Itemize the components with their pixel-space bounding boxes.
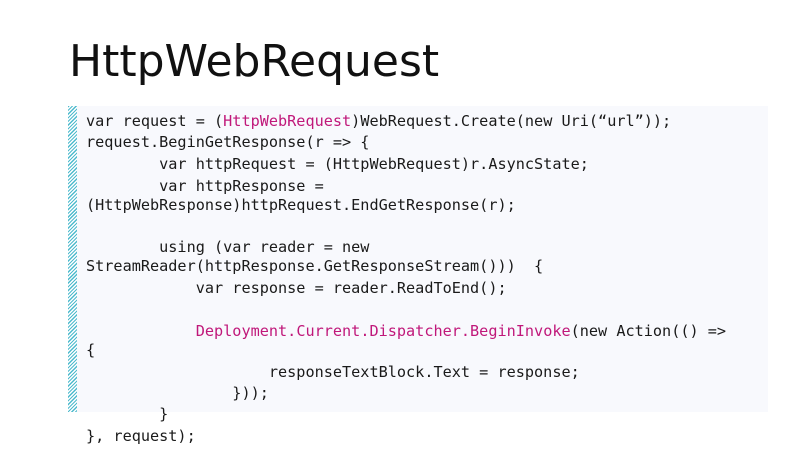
code-line-10: { [86, 341, 96, 359]
code-line-6: using (var reader = new [86, 238, 370, 256]
code-text: (new Action(() => [570, 322, 727, 340]
code-line-9: Deployment.Current.Dispatcher.BeginInvok… [86, 321, 726, 341]
code-text: var request = ( [86, 112, 224, 130]
code-line-12: })); [86, 384, 269, 402]
code-line-13: } [86, 405, 169, 423]
code-text: )WebRequest.Create(new Uri(“url”)); [351, 112, 672, 130]
code-line-11: responseTextBlock.Text = response; [86, 363, 580, 381]
code-line-7: StreamReader(httpResponse.GetResponseStr… [86, 257, 544, 275]
code-line-3: var httpRequest = (HttpWebRequest)r.Asyn… [86, 155, 589, 173]
code-block [68, 106, 768, 412]
code-highlight: Deployment.Current.Dispatcher.BeginInvok… [195, 322, 571, 340]
code-highlight: HttpWebRequest [223, 112, 352, 130]
code-line-5: (HttpWebResponse)httpRequest.EndGetRespo… [86, 196, 516, 214]
code-line-14: }, request); [86, 427, 196, 445]
code-indent [86, 322, 196, 340]
code-line-2: request.BeginGetResponse(r => { [86, 133, 370, 151]
code-line-8: var response = reader.ReadToEnd(); [86, 279, 507, 297]
slide-title: HttpWebRequest [69, 36, 440, 87]
code-line-4: var httpResponse = [86, 177, 324, 195]
code-line-1: var request = (HttpWebRequest)WebRequest… [86, 111, 671, 131]
code-block-stripe [68, 106, 77, 412]
